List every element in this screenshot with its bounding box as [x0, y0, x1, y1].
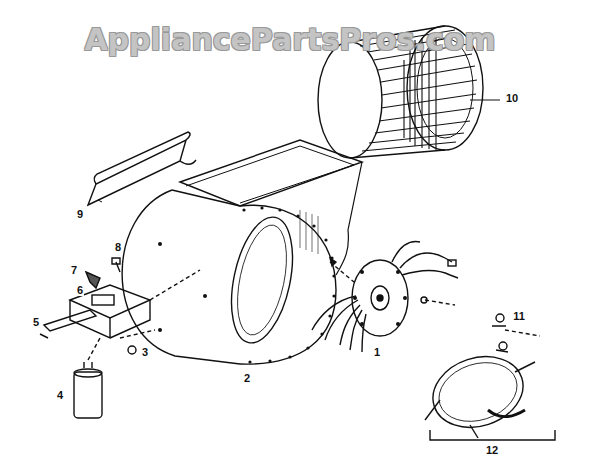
callout-number: 10 [505, 92, 519, 104]
watermark: AppliancePartsPros.com [83, 23, 496, 57]
callout-number: 2 [243, 372, 251, 384]
callout-number: 6 [76, 284, 84, 296]
callout-number: 12 [485, 444, 499, 456]
callout-number: 4 [56, 389, 64, 401]
callout-number: 8 [114, 241, 122, 253]
capacitor-bracket [44, 270, 200, 338]
callout-number: 7 [70, 264, 78, 276]
callout-number: 9 [76, 208, 84, 220]
callout-number: 11 [512, 310, 526, 322]
blower-housing [122, 140, 362, 364]
callout-number: 5 [32, 316, 40, 328]
group-bracket [430, 430, 555, 440]
callout-number: 1 [373, 346, 381, 358]
capacitor [74, 338, 102, 418]
blower-motor [312, 242, 458, 352]
cutoff-plate [88, 132, 196, 205]
callout-number: 3 [141, 346, 149, 358]
mounting-screws [40, 258, 136, 354]
motor-mount-ring [421, 297, 540, 439]
